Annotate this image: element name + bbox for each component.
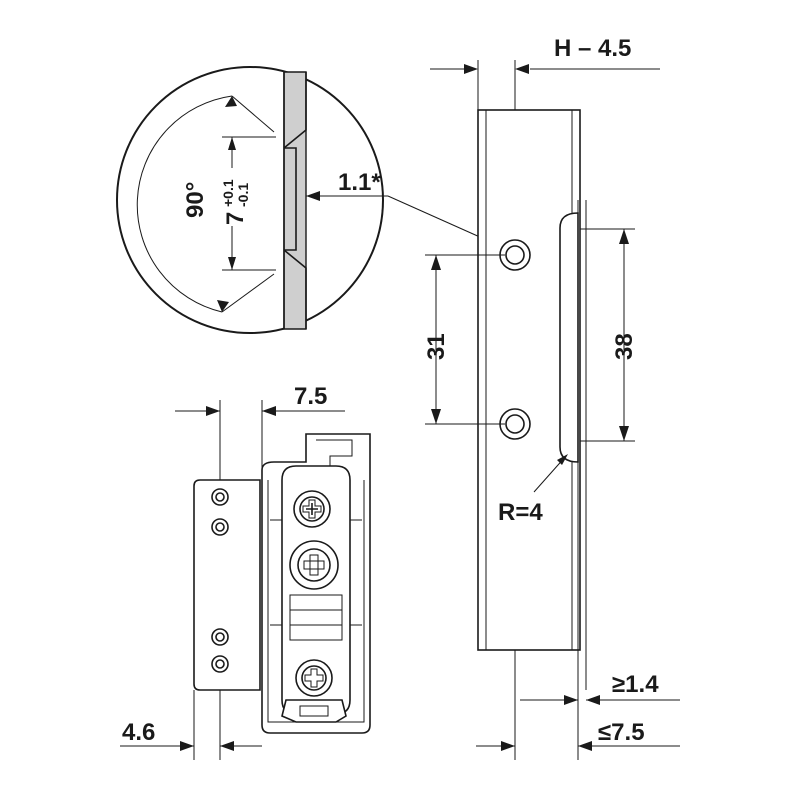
slot-tolerance-minus: -0.1 xyxy=(235,183,251,207)
panel-side-view: H – 4.5 31 38 R=4 xyxy=(423,35,680,760)
top-offset-label: H – 4.5 xyxy=(554,35,631,62)
angle-label: 90° xyxy=(182,182,209,218)
plate-edge-label: 4.6 xyxy=(122,719,155,746)
hinge-front-view: 7.5 4.6 xyxy=(120,383,371,760)
detail-view: 90° 7 +0.1 -0.1 1.1* xyxy=(116,66,388,334)
min-thickness-label: ≥1.4 xyxy=(612,671,659,698)
hole-spacing-label: 31 xyxy=(423,333,450,360)
slot-depth-label: 1.1* xyxy=(338,169,381,196)
slot-tolerance-plus: +0.1 xyxy=(220,179,236,207)
hinge-offset-label: 7.5 xyxy=(294,383,327,410)
slot-width-label: 7 xyxy=(222,212,249,225)
max-offset-label: ≤7.5 xyxy=(598,719,645,746)
slot-length-label: 38 xyxy=(611,333,638,360)
corner-radius-label: R=4 xyxy=(498,499,543,526)
